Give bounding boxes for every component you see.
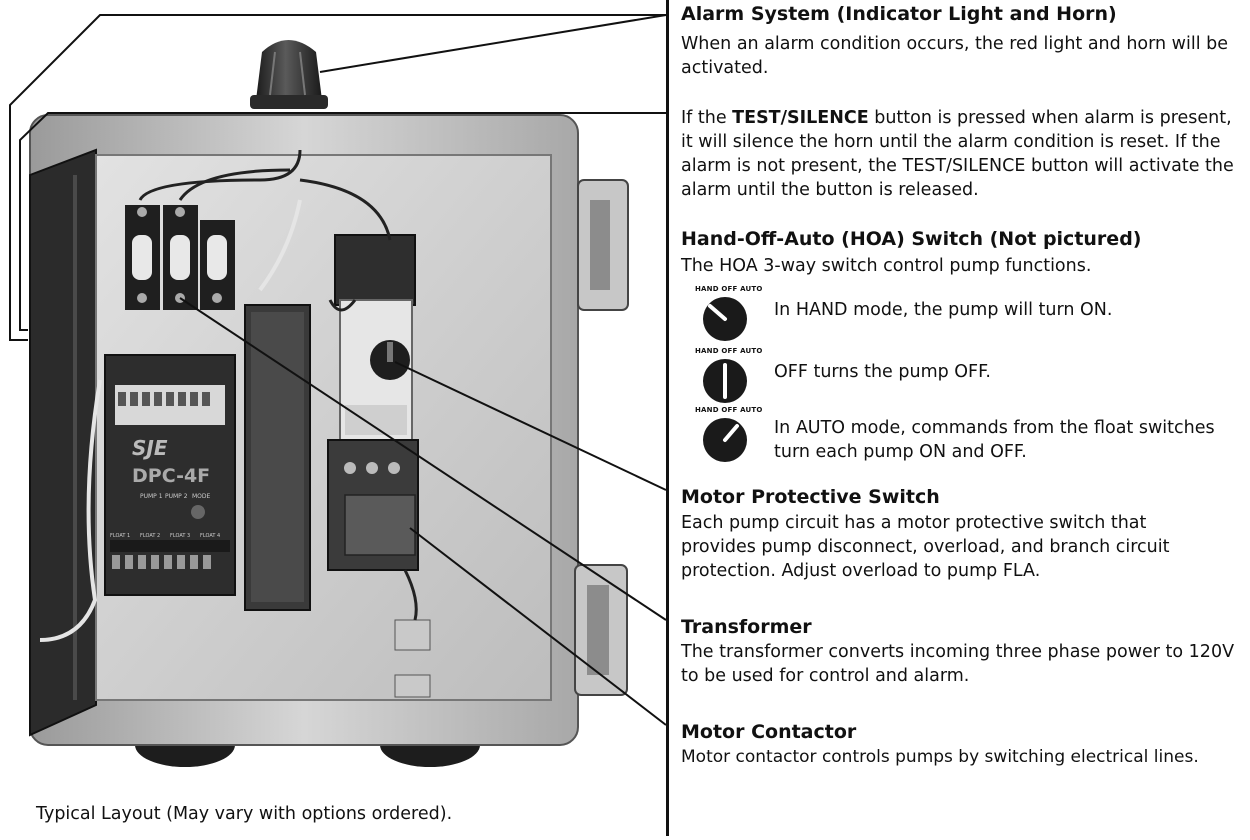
hoa-heading: Hand-Off-Auto (HOA) Switch (Not pictured… bbox=[681, 228, 1142, 250]
board-mode-label: MODE bbox=[192, 493, 211, 500]
board-float3-label: FLOAT 3 bbox=[170, 533, 190, 539]
ground-bar bbox=[394, 619, 431, 651]
hoa-hand-desc: In HAND mode, the pump will turn ON. bbox=[774, 300, 1113, 320]
column-divider bbox=[666, 0, 669, 836]
leader-alarm-light bbox=[319, 14, 667, 73]
motor-protective-text: Each pump circuit has a motor protective… bbox=[681, 513, 1170, 581]
board-float2-label: FLOAT 2 bbox=[140, 533, 160, 539]
hoa-dial-label-auto: HAND OFF AUTO bbox=[695, 406, 763, 414]
hoa-text: The HOA 3-way switch control pump functi… bbox=[681, 256, 1092, 276]
board-float4-label: FLOAT 4 bbox=[200, 533, 220, 539]
test-silence-text: If the TEST/SILENCE button is pressed wh… bbox=[681, 106, 1246, 202]
hoa-dial-label-hand: HAND OFF AUTO bbox=[695, 285, 763, 293]
board-float1-label: FLOAT 1 bbox=[110, 533, 130, 539]
motor-contactor-text: Motor contactor controls pumps by switch… bbox=[681, 747, 1199, 767]
figure-caption: Typical Layout (May vary with options or… bbox=[36, 804, 453, 824]
motor-contactor-heading: Motor Contactor bbox=[681, 721, 857, 743]
board-pump2-label: PUMP 2 bbox=[165, 493, 188, 500]
hoa-row-auto: HAND OFF AUTO In AUTO mode, commands fro… bbox=[681, 406, 1246, 466]
control-panel-photo: SJE DPC-4F PUMP 1 PUMP 2 MODE FLOAT 1 FL… bbox=[9, 14, 667, 767]
hoa-off-desc: OFF turns the pump OFF. bbox=[774, 362, 991, 382]
test-silence-prefix: If the bbox=[681, 108, 733, 128]
alarm-beacon-light bbox=[250, 40, 328, 109]
hoa-off-dial-icon bbox=[703, 359, 747, 403]
transformer-text: The transformer converts incoming three … bbox=[681, 642, 1235, 686]
test-silence-bold: TEST/SILENCE bbox=[732, 108, 869, 128]
hoa-auto-dial-icon bbox=[703, 418, 747, 462]
leader-motor-protective bbox=[394, 361, 667, 491]
leader-test-silence bbox=[19, 112, 666, 331]
hoa-dial-label-off: HAND OFF AUTO bbox=[695, 347, 763, 355]
motor-contactor bbox=[327, 439, 419, 571]
fuse-blocks bbox=[125, 205, 235, 310]
alarm-heading: Alarm System (Indicator Light and Horn) bbox=[681, 3, 1117, 25]
leader-transformer bbox=[179, 297, 667, 621]
board-logo: SJE bbox=[132, 436, 168, 460]
control-panel-illustration: SJE DPC-4F PUMP 1 PUMP 2 MODE FLOAT 1 FL… bbox=[9, 14, 667, 767]
leader-motor-contactor bbox=[409, 527, 667, 726]
control-board: SJE DPC-4F PUMP 1 PUMP 2 MODE FLOAT 1 FL… bbox=[104, 354, 236, 596]
transformer-heading: Transformer bbox=[681, 616, 812, 638]
board-pump1-label: PUMP 1 bbox=[140, 493, 163, 500]
hoa-row-off: HAND OFF AUTO OFF turns the pump OFF. bbox=[681, 347, 1246, 407]
board-model: DPC-4F bbox=[132, 465, 210, 487]
enclosure-door bbox=[29, 148, 97, 737]
hoa-hand-dial-icon bbox=[703, 297, 747, 341]
leader-alarm bbox=[9, 14, 666, 341]
hoa-row-hand: HAND OFF AUTO In HAND mode, the pump wil… bbox=[681, 285, 1246, 345]
motor-protective-heading: Motor Protective Switch bbox=[681, 486, 940, 508]
ground-bar-2 bbox=[394, 674, 431, 698]
hoa-auto-desc: In AUTO mode, commands from the float sw… bbox=[774, 418, 1215, 462]
test-silence-suffix: button is pressed when alarm is present,… bbox=[681, 108, 1234, 200]
alarm-text: When an alarm condition occurs, the red … bbox=[681, 34, 1228, 78]
